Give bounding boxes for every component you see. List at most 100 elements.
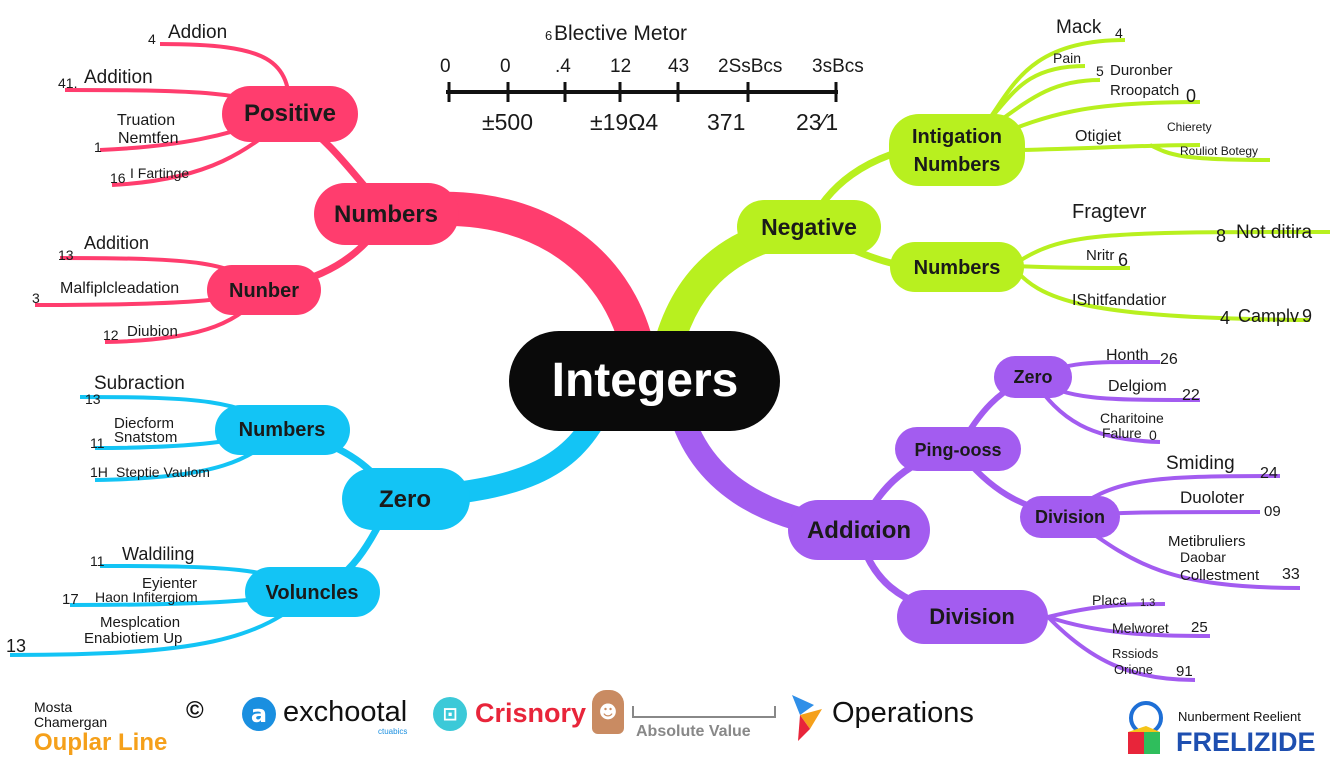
leaf-number: 4 bbox=[1115, 25, 1123, 41]
leaf-label: Diecform bbox=[114, 415, 174, 432]
leaf-label: Charitoine bbox=[1100, 410, 1164, 426]
leaf-label: Truation bbox=[117, 112, 175, 129]
leaf-label: IShitfandatior bbox=[1072, 292, 1167, 309]
leaf-number: 5 bbox=[1096, 63, 1104, 79]
robot-icon: ⊡ bbox=[433, 697, 467, 731]
blue-sub-node-numbers[interactable]: Numbers bbox=[215, 405, 350, 455]
leaf-label: Pain bbox=[1053, 50, 1081, 66]
brand-exchootal-icon: a bbox=[242, 697, 276, 731]
brand-crisnory[interactable]: Crisnory bbox=[475, 698, 587, 728]
purple-sub-label: Division bbox=[929, 604, 1015, 629]
green-leaf-line bbox=[1010, 264, 1311, 322]
leaf-label: Addion bbox=[168, 22, 227, 43]
leaf-number: 0 bbox=[1186, 86, 1196, 106]
brand-ouplar-line[interactable]: Mosta Chamergan Ouplar Line bbox=[34, 700, 194, 756]
number-line-top-label: 43 bbox=[668, 56, 689, 77]
blue-sub-label: Numbers bbox=[239, 419, 326, 441]
pink-sub-node-nunber[interactable]: Nunber bbox=[207, 265, 321, 315]
leaf-number: 24 bbox=[1260, 465, 1278, 482]
leaf-label: Fragtevr bbox=[1072, 201, 1147, 223]
number-line-prefix: 6 bbox=[545, 28, 552, 43]
brand-exchootal[interactable]: exchootal bbox=[283, 696, 408, 728]
purple-sub-node-pingooss[interactable]: Ping-ooss bbox=[895, 427, 1021, 471]
leaf-number: 12 bbox=[103, 327, 119, 343]
pink-main-node[interactable]: Numbers bbox=[314, 183, 459, 245]
green-leaf-line bbox=[1019, 143, 1201, 152]
blue-sub-node-voluncles[interactable]: Voluncles bbox=[245, 567, 380, 617]
number-line-top-label: 12 bbox=[610, 56, 631, 77]
number-line-top-label: 2SsBcs bbox=[718, 56, 782, 77]
purple-sub-node-division-1[interactable]: Division bbox=[1020, 496, 1120, 538]
green-sub-label: Numbers bbox=[914, 257, 1001, 279]
number-line-bottom-label: ±19Ω4 bbox=[590, 109, 658, 135]
leaf-number: 09 bbox=[1264, 503, 1281, 520]
blue-main-node[interactable]: Zero bbox=[342, 468, 470, 530]
leaf-number: 11 bbox=[90, 553, 105, 569]
leaf-label: Smiding bbox=[1166, 453, 1235, 474]
purple-sub-label: Division bbox=[1035, 507, 1105, 527]
green-sub-node-numbers[interactable]: Numbers bbox=[890, 242, 1024, 292]
leaf-label: Mack bbox=[1056, 17, 1102, 38]
center-label: Integers bbox=[552, 354, 739, 407]
leaf-number: 11 bbox=[90, 435, 105, 451]
leaf-number: 26 bbox=[1160, 351, 1178, 368]
brand-frelizide[interactable]: FRELIZIDE bbox=[1176, 727, 1316, 757]
leaf-number: 13 bbox=[85, 391, 101, 407]
leaf-label: Melworet bbox=[1112, 620, 1169, 636]
purple-sub-node-zero[interactable]: Zero bbox=[994, 356, 1072, 398]
leaf-number: 8 bbox=[1216, 226, 1226, 246]
leaf-label: Rouliot Botegy bbox=[1180, 144, 1258, 158]
center-node[interactable]: Integers bbox=[509, 331, 780, 431]
number-line-top-label: .4 bbox=[555, 56, 571, 77]
number-line-bottom-label: ±500 bbox=[482, 109, 533, 135]
purple-main-label: Addiαion bbox=[807, 517, 911, 544]
brand-ouplar-line-text2: Chamergan bbox=[34, 714, 108, 730]
leaf-label: I Fartinge bbox=[130, 165, 189, 181]
green-sub-node-intigation[interactable]: Intigation Numbers bbox=[889, 114, 1025, 186]
leaf-label: Otigiet bbox=[1075, 128, 1122, 145]
number-line-title: Blective Metor bbox=[554, 22, 687, 45]
green-main-node[interactable]: Negative bbox=[737, 200, 881, 254]
brand-frelizide-tagline: Nunberment Reelient bbox=[1178, 709, 1301, 724]
leaf-label: Falure bbox=[1102, 425, 1142, 441]
blue-sub-label: Voluncles bbox=[266, 582, 359, 604]
purple-leaf-line bbox=[1046, 615, 1196, 682]
leaf-label: Mesplcation bbox=[100, 614, 180, 631]
leaf-label: Steptie Vaulom bbox=[116, 464, 210, 480]
leaf-label: Waldiling bbox=[122, 544, 194, 564]
green-sub-label: Numbers bbox=[914, 154, 1001, 176]
pink-main-label: Numbers bbox=[334, 201, 438, 228]
leaf-label: Placa bbox=[1092, 592, 1127, 608]
leaf-number: 41. bbox=[58, 75, 77, 91]
brand-ouplar-line-text3: Ouplar Line bbox=[34, 729, 168, 756]
pink-sub-label: Nunber bbox=[229, 280, 299, 302]
operations-logo-icon bbox=[792, 695, 822, 741]
leaf-label: Enabiotiem Up bbox=[84, 630, 182, 647]
purple-sub-label: Zero bbox=[1013, 367, 1052, 387]
brand-absolute-value[interactable]: Absolute Value bbox=[636, 723, 751, 740]
purple-main-node[interactable]: Addiαion bbox=[788, 500, 930, 560]
brand-operations[interactable]: Operations bbox=[832, 697, 974, 729]
leaf-label: Haon Infitergiom bbox=[95, 589, 198, 605]
leaf-number: 4 bbox=[1220, 308, 1230, 328]
leaf-number: 3 bbox=[32, 290, 40, 306]
leaf-label: Orione bbox=[1114, 662, 1153, 677]
leaf-number: 13 bbox=[6, 636, 26, 656]
green-leaf-line bbox=[1011, 264, 1131, 270]
pink-sub-node-positive[interactable]: Positive bbox=[222, 86, 358, 142]
leaf-label: Nritr bbox=[1086, 247, 1114, 264]
green-leaf-line bbox=[1010, 230, 1331, 268]
purple-leaf-line bbox=[1047, 602, 1166, 619]
leaf-number: 33 bbox=[1282, 566, 1300, 583]
brand-exchootal-subtext: ctuabics bbox=[378, 727, 408, 736]
leaf-label: Duoloter bbox=[1180, 488, 1245, 507]
leaf-number: 1H bbox=[90, 464, 108, 480]
leaf-label: Not ditira bbox=[1236, 222, 1312, 243]
leaf-label: Snatstom bbox=[114, 429, 177, 446]
person-avatar-icon: ☻ bbox=[592, 690, 624, 734]
number-line-bottom-label: 23⁄1 bbox=[796, 109, 838, 135]
leaf-number: 16 bbox=[110, 170, 126, 186]
absolute-value-bar bbox=[632, 706, 776, 718]
leaf-label: Duronber bbox=[1110, 62, 1173, 79]
purple-sub-node-division-2[interactable]: Division bbox=[897, 590, 1048, 644]
